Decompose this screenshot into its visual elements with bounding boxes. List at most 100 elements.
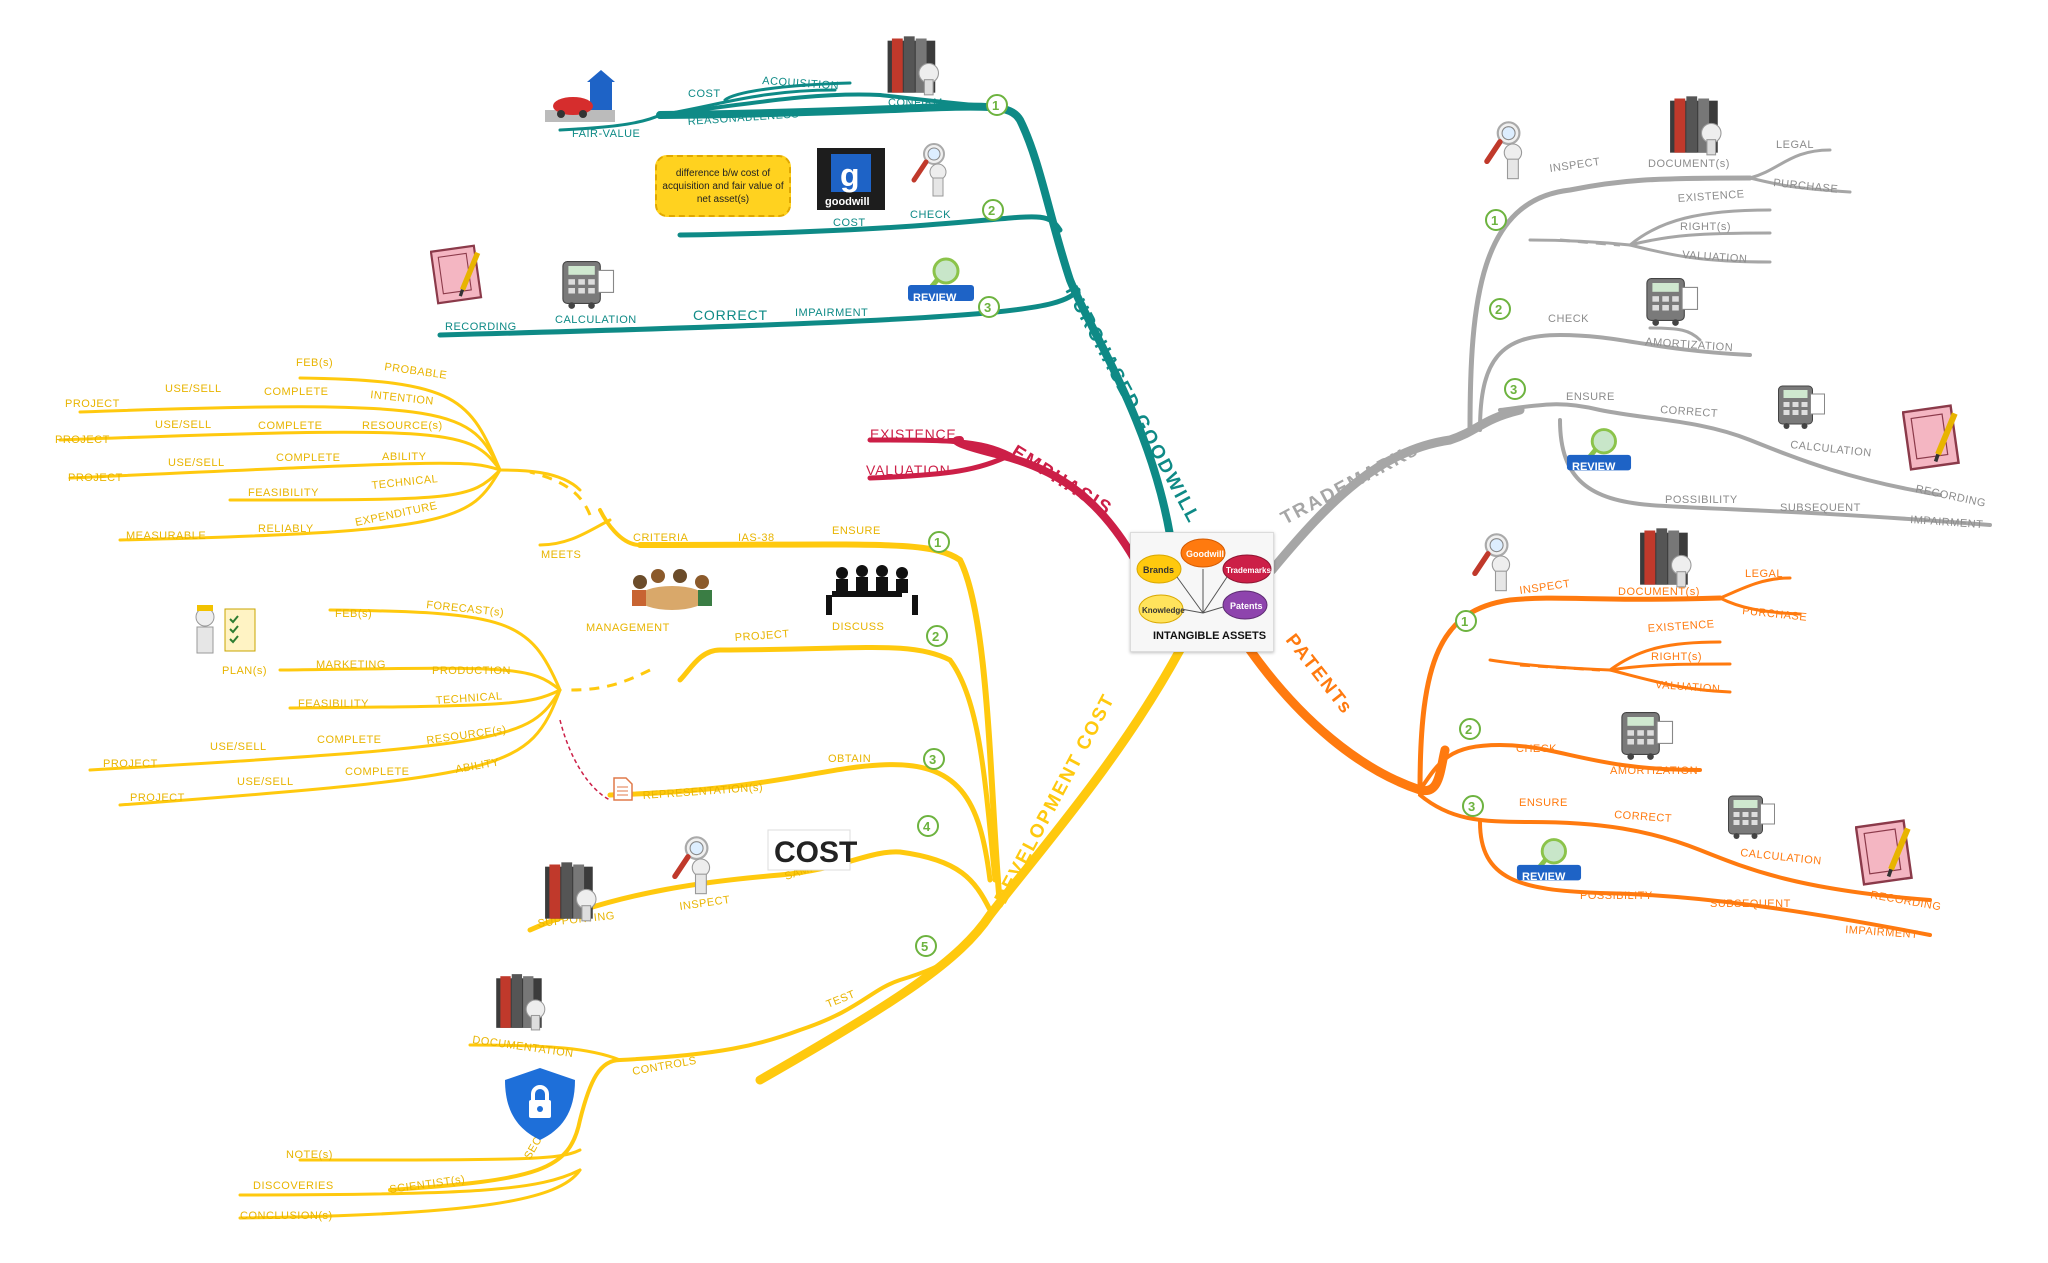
pt-rights: RIGHT(s) xyxy=(1651,651,1702,663)
svg-text:2: 2 xyxy=(988,203,995,218)
bubble-trademarks: Trademarks xyxy=(1226,566,1271,575)
tm-review-icon: REVIEW xyxy=(1567,430,1631,473)
tm-calculation: CALCULATION xyxy=(1790,439,1873,459)
dev-notes: NOTE(s) xyxy=(286,1149,333,1161)
dev-r1-feb: FEB(s) xyxy=(296,357,333,369)
trademarks-branch xyxy=(1267,148,1992,575)
svg-text:2: 2 xyxy=(932,629,939,644)
calculator-icon xyxy=(562,261,615,310)
pt-document: DOCUMENT(s) xyxy=(1618,586,1700,598)
pt-calculator-icon-2 xyxy=(1727,795,1776,840)
pt-subsequent: SUBSEQUENT xyxy=(1710,898,1791,910)
goodwill-check: CHECK xyxy=(910,209,951,221)
center-node: Brands Goodwill Trademarks Knowledge Pat… xyxy=(1130,532,1274,652)
dev-r2-usesell: USE/SELL xyxy=(165,383,222,395)
emphasis-valuation: VALUATION xyxy=(866,462,950,478)
dashed-arrows xyxy=(529,238,1621,801)
dev-conclusion: CONCLUSION(s) xyxy=(240,1210,333,1222)
goodwill-calculation: CALCULATION xyxy=(555,314,637,326)
dev-r4-ability: ABILITY xyxy=(382,451,427,463)
tm-valuation: VALUATION xyxy=(1682,249,1748,266)
number-circle-pt-2: 2 xyxy=(1459,718,1481,740)
dev2-r2-production: PRODUCTION xyxy=(432,665,511,677)
emphasis-main-label: EMPHASIS xyxy=(1007,441,1116,520)
dev-r6-measurable: MEASURABLE xyxy=(126,530,206,542)
security-shield-icon xyxy=(505,1068,575,1140)
svg-text:1: 1 xyxy=(992,98,999,113)
svg-text:1: 1 xyxy=(934,535,941,550)
dev-ensure: ENSURE xyxy=(832,525,881,537)
svg-text:1: 1 xyxy=(1491,213,1498,228)
pt-purchase: PURCHASE xyxy=(1742,605,1808,624)
pt-possibility: POSSIBILITY xyxy=(1580,890,1653,902)
goodwill-impairment: IMPAIRMENT xyxy=(795,307,868,319)
documentation-binder-icon xyxy=(495,973,546,1031)
tm-correct: CORRECT xyxy=(1660,404,1719,420)
dev-r5-feasibility: FEASIBILITY xyxy=(248,487,319,499)
tm-calculator-icon xyxy=(1646,278,1699,327)
svg-text:3: 3 xyxy=(1510,382,1517,397)
bubble-brands: Brands xyxy=(1143,565,1174,575)
dev-meets: MEETS xyxy=(541,549,581,561)
tm-check: CHECK xyxy=(1548,313,1589,325)
pt-calculator-icon xyxy=(1621,712,1674,761)
dev2-r3-feasibility: FEASIBILITY xyxy=(298,698,369,710)
svg-text:REVIEW: REVIEW xyxy=(1572,461,1616,473)
svg-text:4: 4 xyxy=(923,819,931,834)
dev-r4-project: PROJECT xyxy=(68,472,123,484)
goodwill-fair-value: FAIR-VALUE xyxy=(572,128,640,140)
dev-discoveries: DISCOVERIES xyxy=(253,1180,334,1192)
dev-r3-resources: RESOURCE(s) xyxy=(362,420,443,432)
number-circle-goodwill-2: 2 xyxy=(982,199,1004,221)
pt-legal: LEGAL xyxy=(1745,568,1783,580)
patent-labels: INSPECT DOCUMENT(s) LEGAL PURCHASE EXIST… xyxy=(1516,568,1942,941)
dev-r6-reliably: RELIABLY xyxy=(258,523,314,535)
svg-text:REVIEW: REVIEW xyxy=(1522,871,1566,883)
development-labels: ENSURE IAS-38 CRITERIA MEETS FEB(s) PROB… xyxy=(55,357,884,1222)
dev2-r3-technical: TECHNICAL xyxy=(435,690,503,707)
tm-record-book-icon xyxy=(1903,406,1959,470)
dev2-r1-feb: FEB(s) xyxy=(335,608,372,620)
pt-inspect: INSPECT xyxy=(1519,578,1571,597)
record-book-icon xyxy=(431,246,481,304)
tm-possibility: POSSIBILITY xyxy=(1665,494,1738,506)
dev-r1-probable: PROBABLE xyxy=(384,361,448,382)
team-meeting-icon xyxy=(632,569,712,610)
dev-obtain: OBTAIN xyxy=(828,753,871,765)
goodwill-labels: CONFIRM REASONABLENESS ACQUISITION COST … xyxy=(445,75,951,333)
tm-inspect: INSPECT xyxy=(1549,156,1601,175)
tm-legal: LEGAL xyxy=(1776,139,1814,151)
svg-text:2: 2 xyxy=(1495,302,1502,317)
dev2-r5-project: PROJECT xyxy=(130,792,185,804)
svg-text:3: 3 xyxy=(1468,799,1475,814)
dev-r4-usesell: USE/SELL xyxy=(168,457,225,469)
pt-ensure: ENSURE xyxy=(1519,797,1568,809)
number-circle-tm-1: 1 xyxy=(1485,209,1507,231)
goodwill-acquisition: ACQUISITION xyxy=(762,75,840,92)
dev-ias: IAS-38 xyxy=(738,532,775,544)
pt-amortization: AMORTIZATION xyxy=(1610,765,1698,777)
svg-text:COST: COST xyxy=(774,836,857,869)
tm-ensure: ENSURE xyxy=(1566,391,1615,403)
goodwill-cost-1: COST xyxy=(688,88,721,100)
pt-impairment: IMPAIRMENT xyxy=(1845,924,1919,941)
pt-recording: RECORDING xyxy=(1869,889,1942,913)
dev2-r2-plans: PLAN(s) xyxy=(222,665,267,677)
supporting-binder-icon xyxy=(544,861,597,922)
number-circle-tm-3: 3 xyxy=(1504,378,1526,400)
development-branch xyxy=(238,508,1185,1220)
number-circle-pt-3: 3 xyxy=(1462,795,1484,817)
svg-text:1: 1 xyxy=(1461,614,1468,629)
dev-representation: REPRESENTATION(s) xyxy=(642,782,763,802)
dev2-r2-marketing: MARKETING xyxy=(316,659,386,671)
dev2-r5-complete: COMPLETE xyxy=(345,766,410,778)
car-house-icon xyxy=(545,70,615,122)
pt-inspect-icon xyxy=(1475,534,1510,590)
tm-impairment: IMPAIRMENT xyxy=(1910,514,1984,531)
emphasis-branch xyxy=(867,436,1139,564)
dev-r3-complete: COMPLETE xyxy=(258,420,323,432)
dev2-r5-ability: ABILITY xyxy=(454,756,500,776)
svg-text:g: g xyxy=(840,157,860,193)
pt-correct: CORRECT xyxy=(1614,809,1673,825)
dev-inspect: INSPECT xyxy=(679,894,731,913)
